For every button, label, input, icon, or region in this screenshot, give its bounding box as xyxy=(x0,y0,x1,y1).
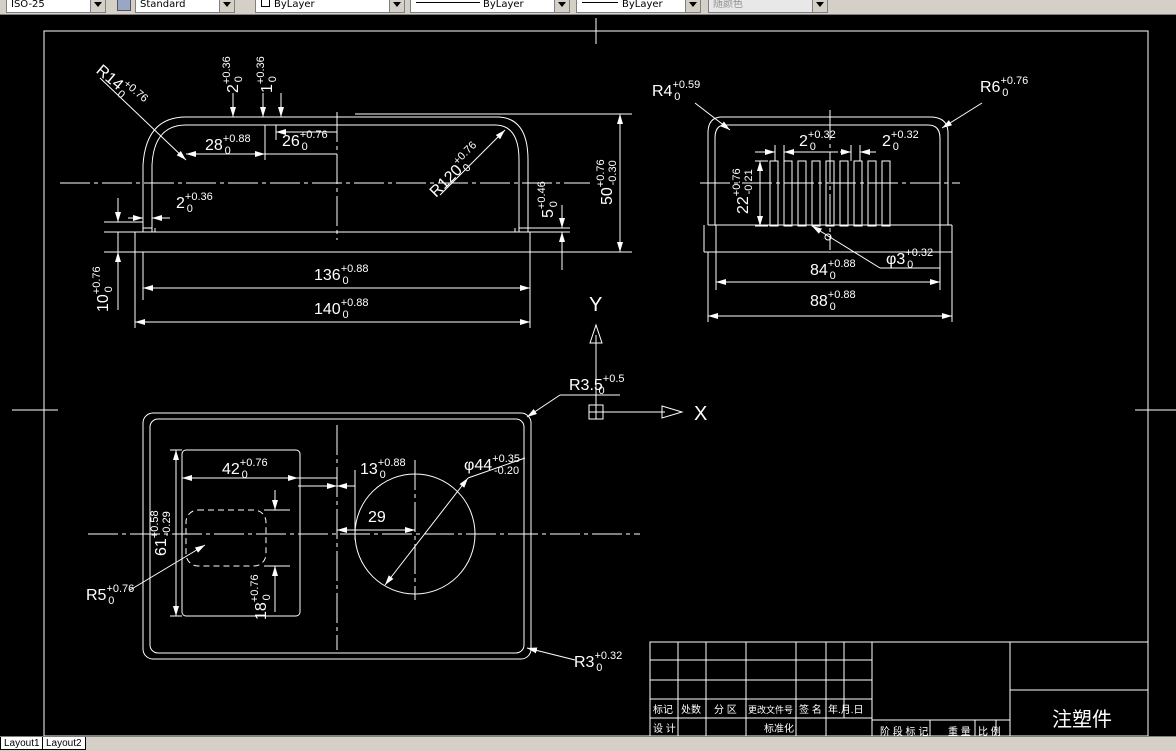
layer-color-select[interactable]: ByLayer xyxy=(255,0,405,13)
layer-color-value: ByLayer xyxy=(274,0,315,10)
textstyle-select[interactable]: Standard xyxy=(135,0,235,13)
tb-date: 年.月.日 xyxy=(828,703,864,716)
tab-layout2[interactable]: Layout2 xyxy=(42,737,86,750)
plan-view xyxy=(88,394,640,661)
dim-5: 5+0.460 xyxy=(536,181,560,218)
dim-61: 61+0.58-0.29 xyxy=(149,510,173,556)
tb-count: 处数 xyxy=(681,703,701,716)
linetype-value: ByLayer xyxy=(483,0,524,10)
chevron-down-icon[interactable] xyxy=(812,0,827,12)
tb-stage: 阶 段 标 记 xyxy=(880,725,928,736)
color-swatch-icon xyxy=(261,0,270,7)
dim-r14: R14+0.760 xyxy=(91,59,150,114)
plotstyle-select[interactable]: 随颜色 xyxy=(708,0,828,13)
front-view xyxy=(60,77,632,328)
tab-layout1[interactable]: Layout1 xyxy=(0,737,44,750)
tb-scale: 比 例 xyxy=(978,725,1001,736)
dim-50: 50+0.76-0.30 xyxy=(595,159,619,205)
dimstyle-value: ISO-25 xyxy=(11,0,45,10)
side-view xyxy=(694,102,983,322)
tb-mark: 标记 xyxy=(653,704,673,716)
tb-std: 标准化 xyxy=(764,722,794,735)
layout-tab-bar: Layout1 Layout2 xyxy=(0,736,1176,751)
tb-zone: 分 区 xyxy=(714,704,737,716)
lineweight-preview xyxy=(582,2,618,3)
dimstyle-select[interactable]: ISO-25 xyxy=(6,0,106,13)
dim-10: 10+0.760 xyxy=(91,266,115,312)
linetype-preview xyxy=(416,2,480,3)
chevron-down-icon[interactable] xyxy=(389,0,404,12)
tb-docno: 更改文件号 xyxy=(748,704,793,715)
dim-top-1: 1+0.360 xyxy=(255,56,279,93)
dim-top-2: 2+0.360 xyxy=(221,56,245,93)
chevron-down-icon[interactable] xyxy=(685,0,700,12)
title-block xyxy=(649,641,1149,736)
part-name: 注塑件 xyxy=(1052,708,1112,731)
dim-18: 18+0.760 xyxy=(249,574,273,620)
lineweight-select[interactable]: ByLayer xyxy=(576,0,701,13)
axis-y-label: Y xyxy=(589,294,602,316)
textstyle-value: Standard xyxy=(140,0,186,10)
plotstyle-value: 随颜色 xyxy=(713,0,743,10)
tb-design: 设 计 xyxy=(653,722,676,735)
lineweight-value: ByLayer xyxy=(622,0,663,10)
drawing-canvas[interactable]: R14+0.760 2+0.360 1+0.360 28+0.880 26+0.… xyxy=(0,14,1176,736)
text-style-icon[interactable] xyxy=(117,0,131,11)
properties-toolbar: ISO-25 Standard ByLayer ByLayer ByLayer … xyxy=(0,0,1176,15)
chevron-down-icon[interactable] xyxy=(90,0,105,12)
chevron-down-icon[interactable] xyxy=(554,0,569,12)
dim-29: 29 xyxy=(368,509,386,526)
dim-r120: R120+0.760 xyxy=(424,139,488,203)
dim-22: 22+0.76-0.21 xyxy=(731,168,755,214)
tb-sign: 签 名 xyxy=(799,703,822,716)
axis-x-label: X xyxy=(694,403,707,425)
chevron-down-icon[interactable] xyxy=(219,0,234,12)
ribs xyxy=(769,160,891,227)
tb-weight: 重 量 xyxy=(948,725,971,736)
ucs-icon xyxy=(588,323,684,420)
linetype-select[interactable]: ByLayer xyxy=(410,0,570,13)
dim-phi44: φ44+0.35-0.20 xyxy=(464,453,520,477)
